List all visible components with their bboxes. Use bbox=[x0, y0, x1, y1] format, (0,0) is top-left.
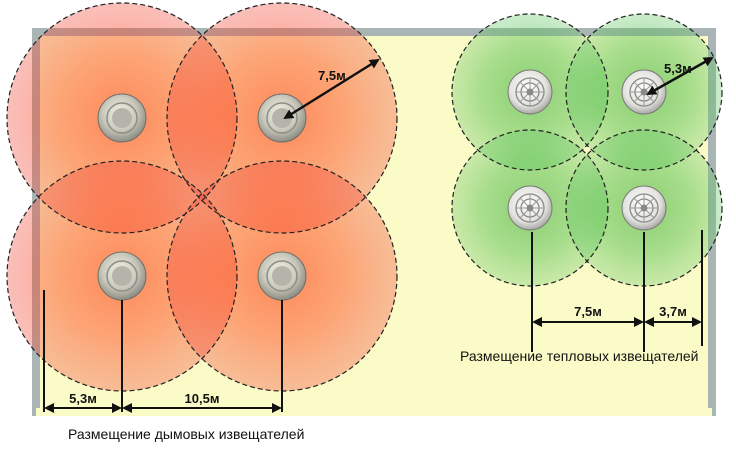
smoke-zones bbox=[6, 2, 398, 392]
smoke-dim-between-label: 10,5м bbox=[185, 391, 220, 406]
smoke-radius-arrow: 7,5м bbox=[283, 58, 380, 120]
heat-detector-icon bbox=[621, 69, 667, 115]
smoke-dimensions bbox=[43, 290, 283, 413]
heat-caption: Размещение тепловых извещателей bbox=[460, 348, 699, 364]
smoke-detector-icon bbox=[257, 93, 307, 143]
smoke-radius-label: 7,5м bbox=[318, 68, 346, 83]
smoke-dim-wall-label: 5,3м bbox=[69, 391, 97, 406]
heat-detector-icon bbox=[621, 185, 667, 231]
heat-dim-between-label: 7,5м bbox=[574, 304, 602, 319]
smoke-zone-2-outline bbox=[166, 2, 398, 234]
heat-zone-3-outline bbox=[451, 129, 609, 287]
heat-detector-icon bbox=[507, 69, 553, 115]
smoke-detector-icon bbox=[97, 93, 147, 143]
heat-dim-wall-label: 3,7м bbox=[659, 304, 687, 319]
heat-zone-1-outline bbox=[451, 13, 609, 171]
heat-zones bbox=[451, 13, 723, 287]
smoke-detector-icon bbox=[97, 251, 147, 301]
smoke-zone-1-outline bbox=[6, 2, 238, 234]
heat-dimensions bbox=[531, 230, 703, 352]
smoke-detector-icon bbox=[257, 251, 307, 301]
heat-zone-2-outline bbox=[565, 13, 723, 171]
heat-radius-arrow: 5,3м bbox=[646, 56, 714, 96]
heat-radius-label: 5,3м bbox=[664, 61, 692, 76]
heat-detector-icon bbox=[507, 185, 553, 231]
room-open-bottom bbox=[36, 408, 712, 416]
smoke-caption: Размещение дымовых извещателей bbox=[68, 426, 305, 442]
smoke-detectors bbox=[97, 93, 307, 301]
